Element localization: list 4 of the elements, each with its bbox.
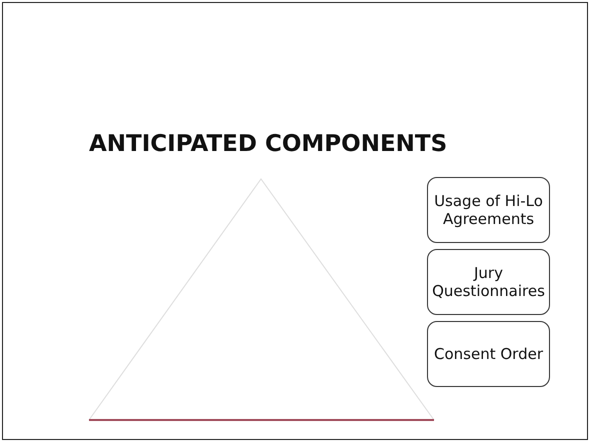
component-box: Usage of Hi-Lo Agreements <box>427 177 550 243</box>
component-box: Jury Questionnaires <box>427 249 550 315</box>
component-box: Consent Order <box>427 321 550 387</box>
slide-title: ANTICIPATED COMPONENTS <box>89 131 448 157</box>
